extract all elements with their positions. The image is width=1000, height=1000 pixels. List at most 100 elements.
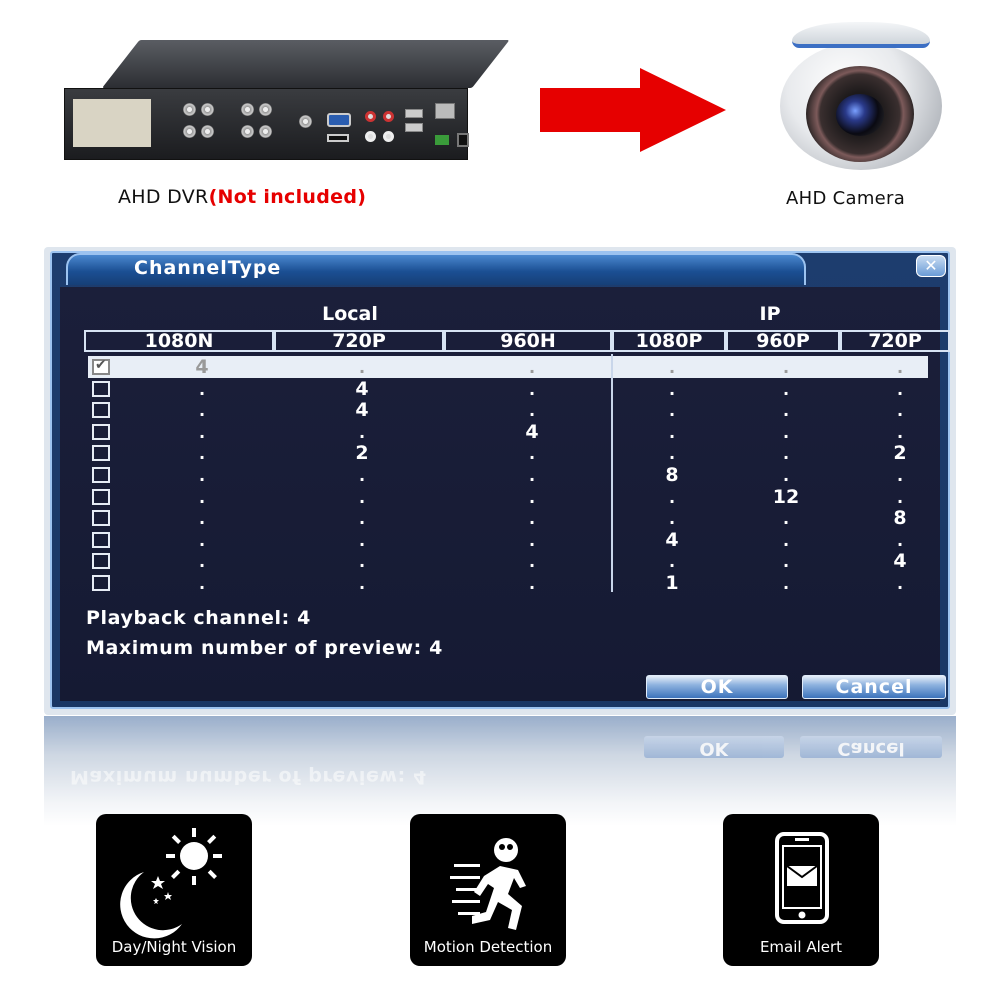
channel-count-cell: . bbox=[896, 574, 904, 593]
dialog-content: Local IP 1080N 720P 960H 1080P 960P 720P… bbox=[60, 287, 950, 701]
channel-count-cell: . bbox=[668, 487, 676, 507]
ok-button[interactable]: OK bbox=[646, 675, 788, 699]
row-checkbox[interactable] bbox=[92, 553, 110, 570]
dvr-rear-panel bbox=[64, 88, 469, 160]
dvr-device-image bbox=[52, 40, 510, 162]
dvr-caption-text: AHD DVR bbox=[118, 186, 209, 208]
local-ip-divider bbox=[611, 354, 613, 592]
monitor-screen: ChannelType ✕ Local IP 1080N 720P 960H 1… bbox=[44, 247, 956, 715]
red-arrow-icon bbox=[540, 68, 726, 152]
camera-mount bbox=[792, 22, 930, 48]
reflection-cancel: Cancel bbox=[800, 736, 942, 759]
group-ip-label: IP bbox=[759, 303, 781, 325]
channel-count-cell: 1 bbox=[665, 572, 679, 594]
channel-count-cell: . bbox=[782, 379, 790, 399]
bnc-port-icon bbox=[241, 125, 254, 138]
selected-row-highlight bbox=[88, 356, 928, 378]
channel-count-cell: . bbox=[782, 422, 790, 442]
channel-count-cell: 4 bbox=[355, 399, 369, 422]
channel-count-cell: 4 bbox=[665, 528, 679, 551]
reflection-gradient bbox=[44, 716, 956, 826]
usb-port-icon bbox=[405, 109, 423, 118]
rca-port-icon bbox=[383, 111, 394, 122]
channel-count-cell: . bbox=[358, 466, 366, 485]
row-checkbox[interactable] bbox=[92, 402, 110, 419]
channel-count-cell: . bbox=[782, 444, 790, 464]
channel-count-cell: . bbox=[198, 552, 206, 572]
dc-power-port-icon bbox=[457, 133, 469, 147]
playback-channel-text: Playback channel: 4 bbox=[86, 607, 311, 629]
channel-count-cell: . bbox=[896, 379, 904, 399]
channel-count-cell: 4 bbox=[355, 377, 369, 400]
feature-motion-detection: Motion Detection bbox=[410, 814, 566, 966]
camera-caption: AHD Camera bbox=[786, 188, 906, 209]
ethernet-port-icon bbox=[435, 103, 455, 119]
not-included-note: (Not included) bbox=[208, 186, 367, 208]
row-checkbox[interactable] bbox=[92, 445, 110, 462]
hdmi-port-icon bbox=[327, 134, 349, 142]
dialog-title-bar: ChannelType bbox=[66, 253, 806, 285]
bnc-port-icon bbox=[241, 103, 254, 116]
dome-camera-image bbox=[770, 20, 950, 170]
row-checkbox[interactable] bbox=[92, 357, 110, 375]
channel-count-cell: . bbox=[198, 487, 206, 507]
channel-count-cell: . bbox=[198, 379, 206, 399]
channel-count-cell: . bbox=[528, 401, 536, 421]
channel-count-cell: . bbox=[668, 379, 676, 399]
cancel-button[interactable]: Cancel bbox=[802, 675, 946, 699]
channel-count-cell: . bbox=[668, 401, 676, 421]
channel-count-cell: 8 bbox=[665, 464, 679, 486]
bnc-port-icon bbox=[259, 103, 272, 116]
row-checkbox[interactable] bbox=[92, 467, 110, 483]
bnc-port-icon bbox=[201, 125, 214, 138]
bnc-port-icon bbox=[299, 115, 312, 128]
channel-count-cell: 8 bbox=[893, 507, 907, 530]
feature-label: Day/Night Vision bbox=[111, 938, 237, 956]
channel-count-cell: . bbox=[358, 509, 366, 529]
channel-count-cell: . bbox=[782, 401, 790, 421]
channel-count-cell: . bbox=[198, 422, 206, 442]
row-checkbox[interactable] bbox=[92, 575, 110, 591]
column-header-1080n: 1080N bbox=[84, 330, 274, 352]
channel-count-cell: . bbox=[528, 444, 536, 464]
day-night-icon bbox=[120, 828, 222, 939]
camera-lens-icon bbox=[836, 94, 884, 136]
rca-port-icon bbox=[365, 131, 376, 142]
dvr-warning-label bbox=[73, 99, 151, 147]
close-icon[interactable]: ✕ bbox=[916, 255, 946, 277]
channel-count-cell: . bbox=[198, 509, 206, 529]
channel-count-cell: . bbox=[358, 552, 366, 572]
row-checkbox[interactable] bbox=[92, 488, 110, 505]
usb-port-icon bbox=[405, 123, 423, 132]
rs485-terminal-icon bbox=[435, 135, 449, 145]
channel-count-cell: . bbox=[896, 487, 904, 507]
channel-count-cell: . bbox=[358, 574, 366, 593]
feature-email-alert: Email Alert bbox=[723, 814, 879, 966]
row-checkbox[interactable] bbox=[92, 423, 110, 440]
column-header-720p: 720P bbox=[274, 330, 444, 352]
channel-count-cell: . bbox=[358, 487, 366, 507]
channel-count-cell: . bbox=[528, 358, 536, 377]
group-local-label: Local bbox=[322, 303, 378, 325]
feature-label: Motion Detection bbox=[423, 938, 553, 956]
channel-count-cell: . bbox=[896, 401, 904, 421]
dvr-caption: AHD DVR(Not included) bbox=[118, 186, 366, 208]
dialog-title: ChannelType bbox=[134, 257, 282, 279]
channel-count-cell: . bbox=[782, 552, 790, 572]
reflection-ok: OK bbox=[644, 736, 784, 759]
channel-count-cell: . bbox=[198, 466, 206, 485]
channel-count-cell: . bbox=[528, 552, 536, 572]
channel-count-cell: . bbox=[358, 422, 366, 442]
row-checkbox[interactable] bbox=[92, 380, 110, 397]
row-checkbox[interactable] bbox=[92, 531, 110, 548]
column-header-960h: 960H bbox=[444, 330, 612, 352]
row-checkbox[interactable] bbox=[92, 510, 110, 527]
channel-count-cell: . bbox=[668, 444, 676, 464]
channel-count-cell: . bbox=[668, 509, 676, 529]
channel-count-cell: 2 bbox=[355, 442, 369, 465]
channel-count-cell: . bbox=[668, 422, 676, 442]
max-preview-text: Maximum number of preview: 4 bbox=[86, 637, 443, 659]
channel-count-cell: 4 bbox=[525, 420, 539, 443]
bnc-port-icon bbox=[183, 125, 196, 138]
